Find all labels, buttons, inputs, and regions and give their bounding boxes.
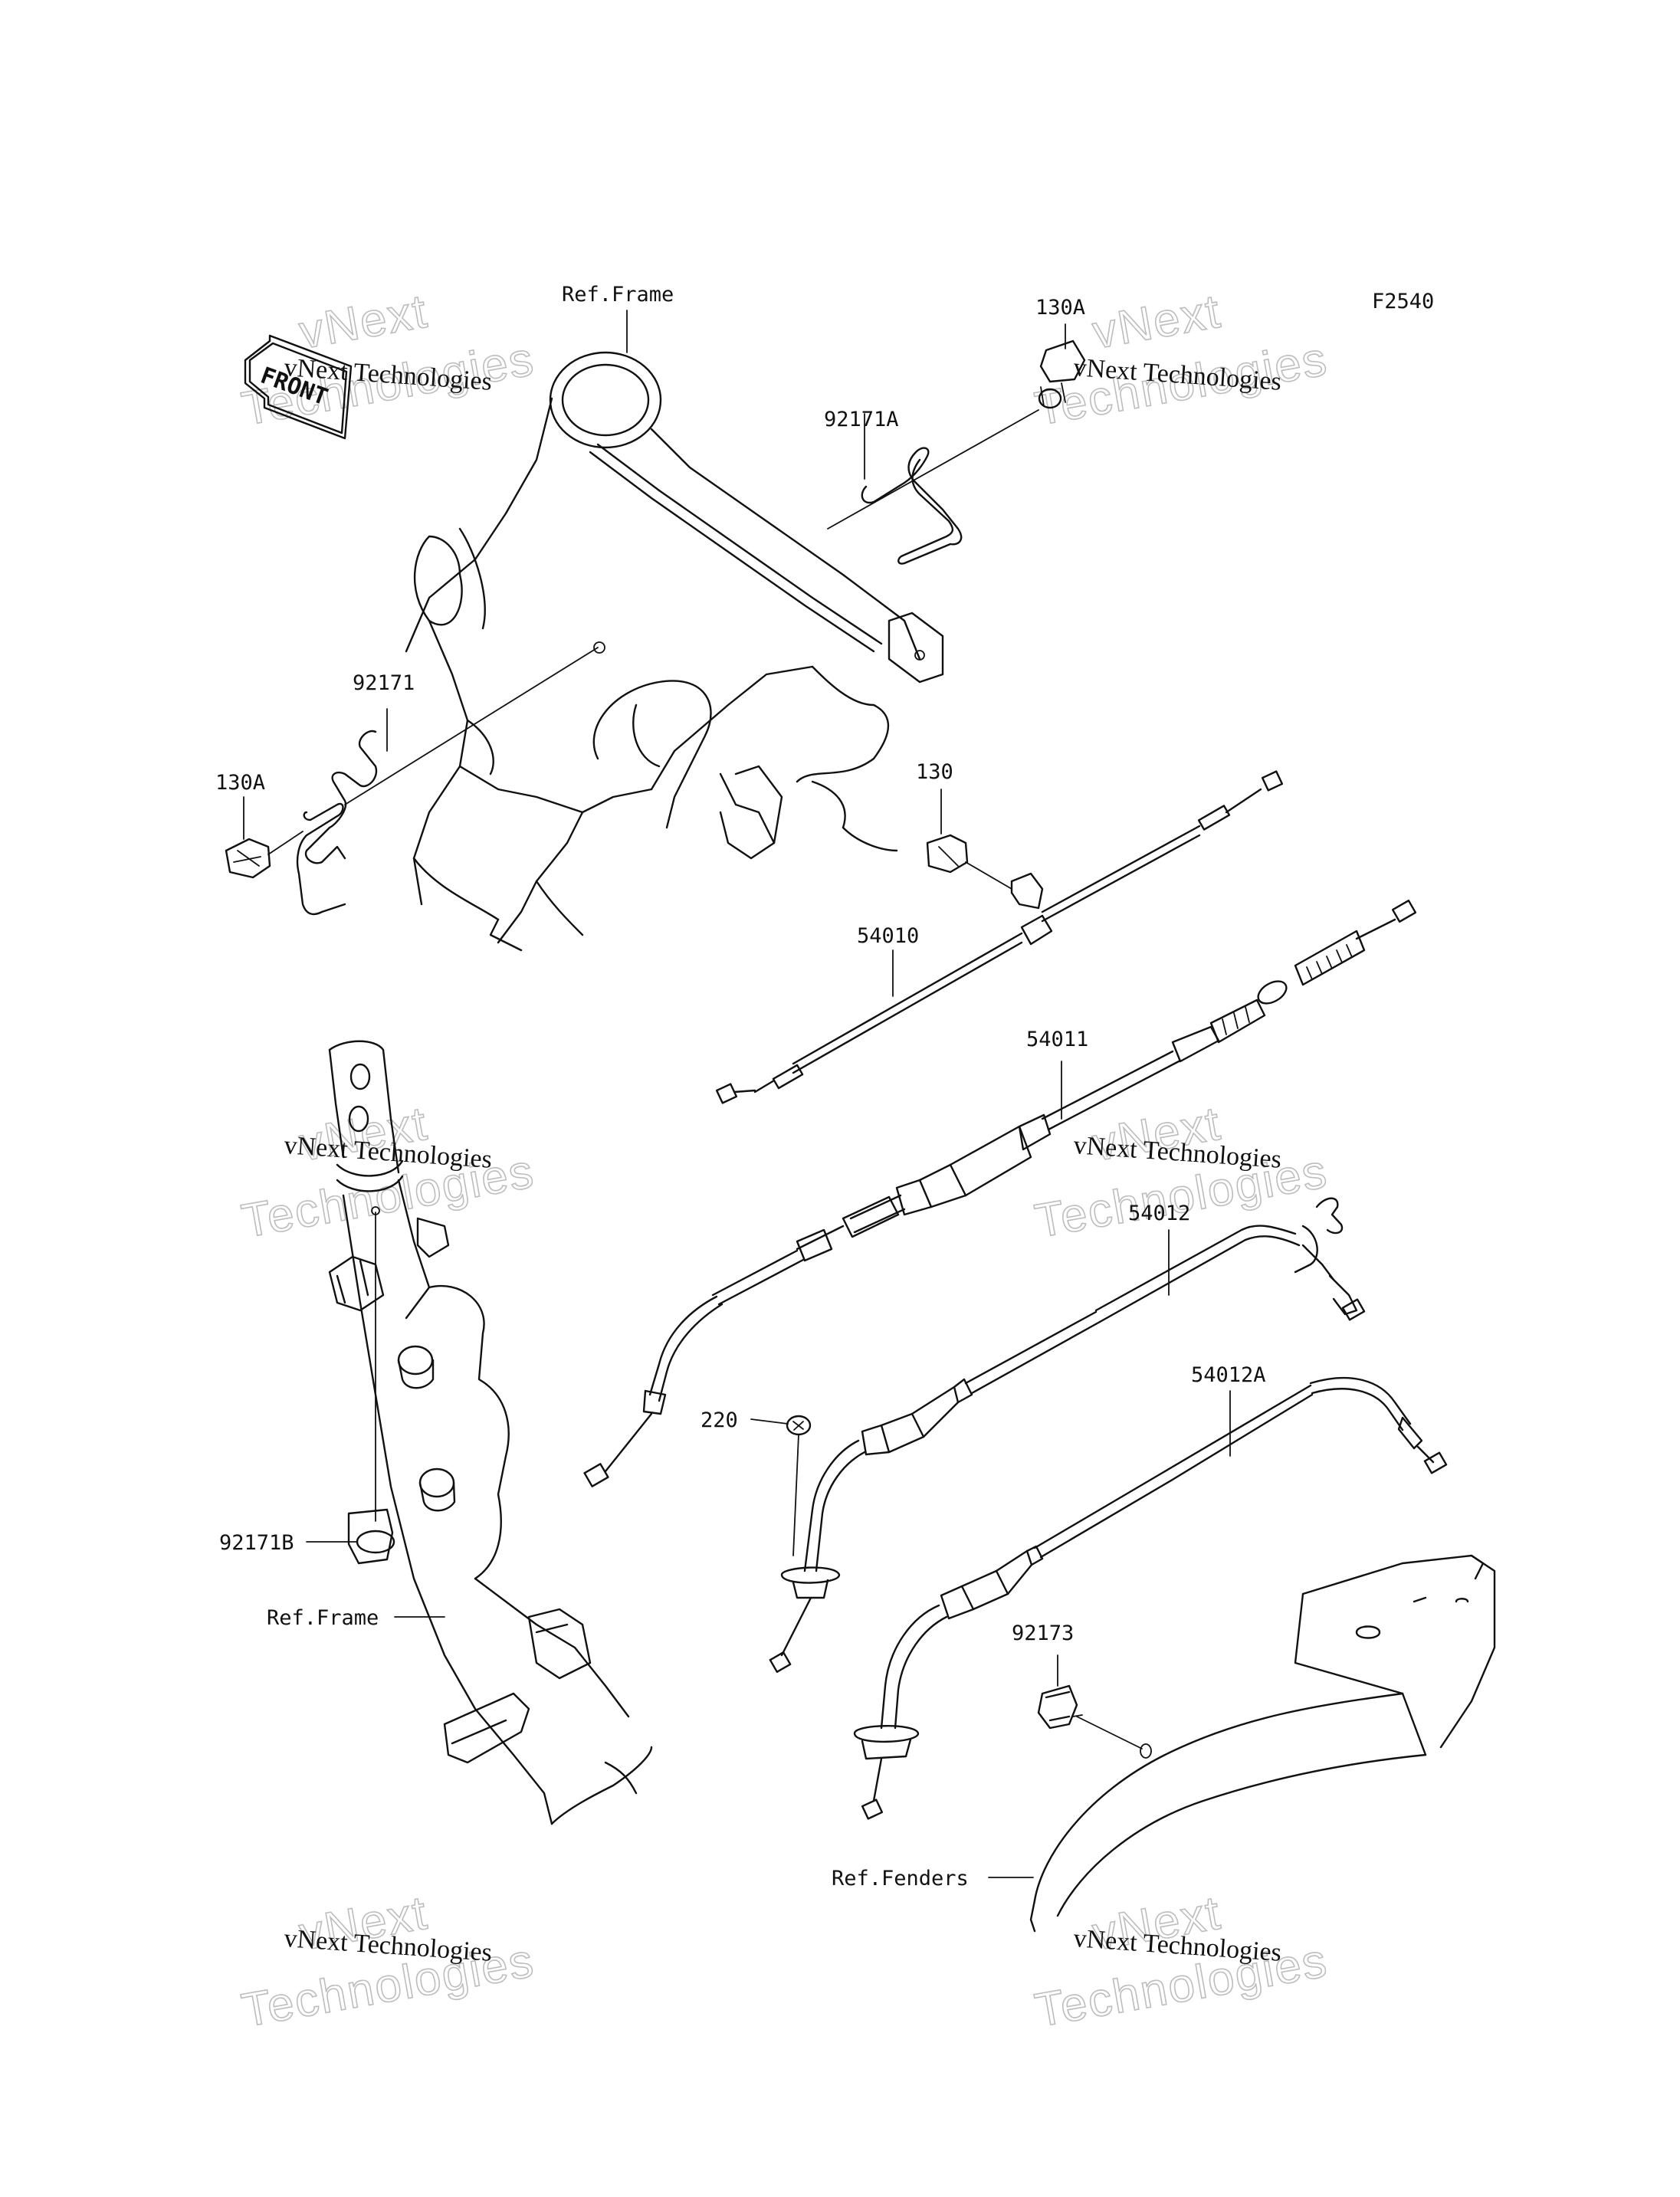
part-220-label: 220	[701, 1408, 738, 1432]
bolt-130a-top	[1038, 339, 1086, 409]
watermark-top-left: vNext Technologies vNext Technologies	[238, 284, 540, 437]
part-130-label: 130	[916, 760, 953, 784]
part-54010-label: 54010	[857, 924, 919, 948]
part-54011-label: 54011	[1026, 1028, 1088, 1051]
part-92173-label: 92173	[1012, 1622, 1074, 1645]
clip-92171a	[861, 447, 963, 565]
part-92171b-label: 92171B	[219, 1531, 294, 1555]
labels: F2540 Ref.Frame 130A 92171A 92171 130A 1…	[215, 283, 1434, 1890]
watermark-bottom-left: vNext Technologies vNext Technologies	[238, 1886, 540, 2038]
bolt-130a-left	[225, 831, 304, 879]
part-130a-left-label: 130A	[215, 771, 265, 795]
ref-fenders-label: Ref.Fenders	[832, 1867, 969, 1890]
leader-130a-bolt	[827, 409, 1039, 530]
ref-frame-top-label: Ref.Frame	[562, 283, 674, 307]
clip-92173	[1037, 1654, 1152, 1759]
diagram-code-label: F2540	[1372, 290, 1434, 313]
part-92171-label: 92171	[353, 671, 415, 695]
cable-54011	[583, 900, 1417, 1487]
cable-54010	[715, 770, 1284, 1104]
leader-92171-clip	[344, 647, 599, 805]
frame-left-assembly	[328, 1040, 653, 1825]
frame-top-assembly	[405, 351, 944, 952]
clamp-92171b	[306, 1212, 395, 1565]
part-92171a-label: 92171A	[824, 408, 899, 431]
part-54012-label: 54012	[1128, 1202, 1190, 1225]
ref-frame-left-label: Ref.Frame	[267, 1606, 379, 1630]
part-54012a-label: 54012A	[1191, 1363, 1266, 1387]
fender-assembly	[1029, 1554, 1496, 1933]
cable-54012a	[853, 1376, 1448, 1820]
cable-54012	[769, 1197, 1366, 1673]
clip-92171	[296, 730, 378, 916]
watermark-bottom-right: vNext Technologies vNext Technologies	[1031, 1886, 1333, 2038]
bolt-130	[926, 834, 1044, 910]
watermark-mid-right: vNext Technologies vNext Technologies	[1031, 1097, 1333, 1249]
watermark-vnext-text: vNext	[1088, 285, 1225, 359]
screw-220	[750, 1415, 812, 1556]
part-130a-top-label: 130A	[1035, 296, 1085, 320]
watermark-vnext-text: vNext	[295, 285, 431, 359]
